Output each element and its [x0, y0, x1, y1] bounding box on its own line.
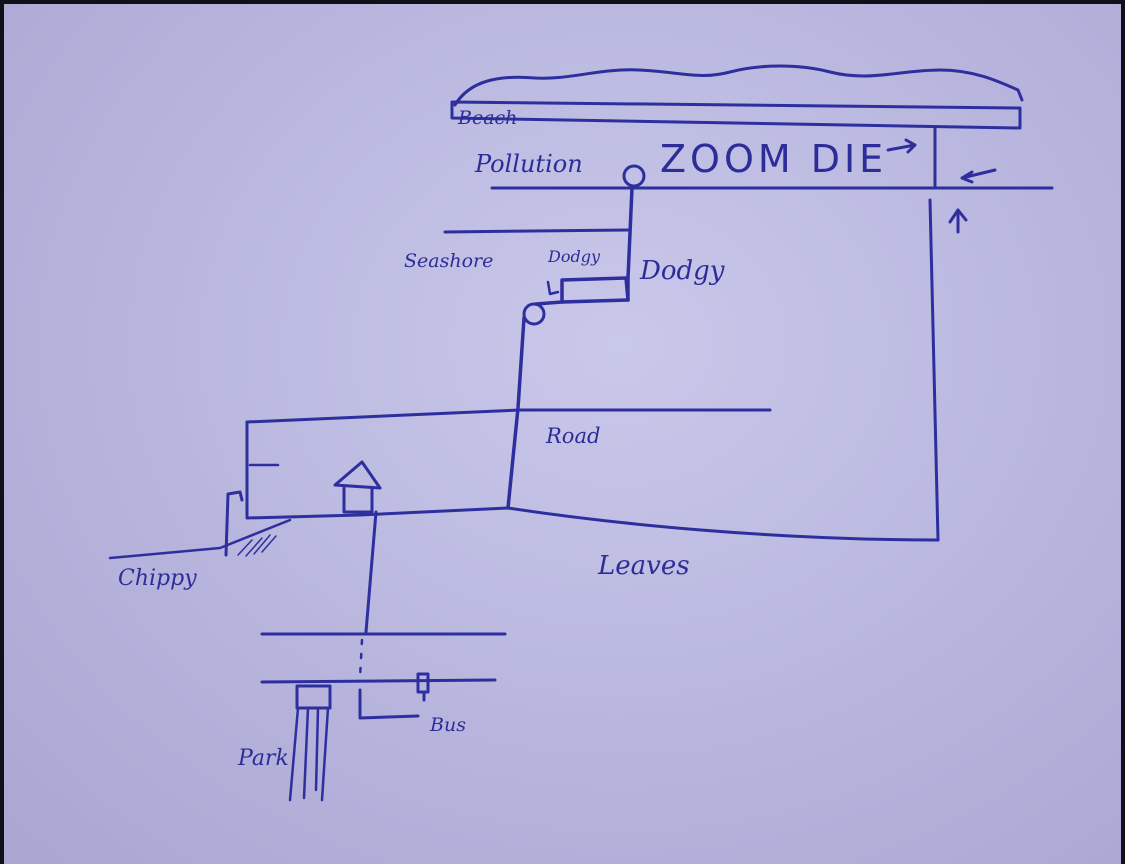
chippy-ground — [108, 518, 292, 560]
chippy-hatching — [237, 534, 277, 557]
path-from-beach — [626, 186, 634, 302]
pollution-label: Pollution — [475, 150, 583, 178]
arrow-left-icon — [960, 168, 997, 184]
path-to-road — [506, 300, 564, 510]
beach-label: Beach — [458, 107, 518, 129]
photo-frame-left — [0, 0, 4, 864]
photo-frame-top — [0, 0, 1125, 4]
chippy-label: Chippy — [118, 566, 197, 591]
chippy-building — [224, 490, 244, 557]
house-icon — [333, 460, 382, 514]
dodgy-small-label: Dodgy — [548, 247, 600, 266]
arrow-right-icon — [886, 138, 917, 154]
dodgy-hook — [546, 280, 560, 296]
dodgy-box — [560, 276, 630, 304]
path-from-house — [364, 510, 378, 634]
park-label: Park — [238, 746, 289, 771]
left-block — [245, 420, 510, 520]
park-box — [295, 684, 332, 710]
beach-strip — [450, 100, 1022, 130]
lower-road-bottom — [260, 678, 497, 684]
arrow-up-icon — [948, 208, 968, 234]
dotted-path — [358, 638, 364, 680]
photo-frame-right — [1121, 0, 1125, 864]
waypoint-circle — [522, 302, 546, 326]
dodgy-label: Dodgy — [640, 256, 725, 286]
right-boundary-line — [928, 198, 940, 542]
seashore-label: Seashore — [404, 250, 494, 272]
zoom-die-label: ZOOM DIE — [660, 137, 888, 181]
road-line — [245, 408, 772, 424]
bus-label: Bus — [430, 714, 466, 736]
leaves-boundary — [506, 506, 940, 542]
road-label: Road — [546, 424, 601, 448]
seashore-line — [443, 228, 630, 234]
sea-waves — [453, 64, 1024, 107]
bus-stop-sign — [416, 672, 430, 702]
leaves-label: Leaves — [598, 551, 690, 581]
bus-stop-path — [358, 688, 420, 720]
start-circle — [622, 164, 646, 188]
park-lines — [288, 706, 330, 802]
